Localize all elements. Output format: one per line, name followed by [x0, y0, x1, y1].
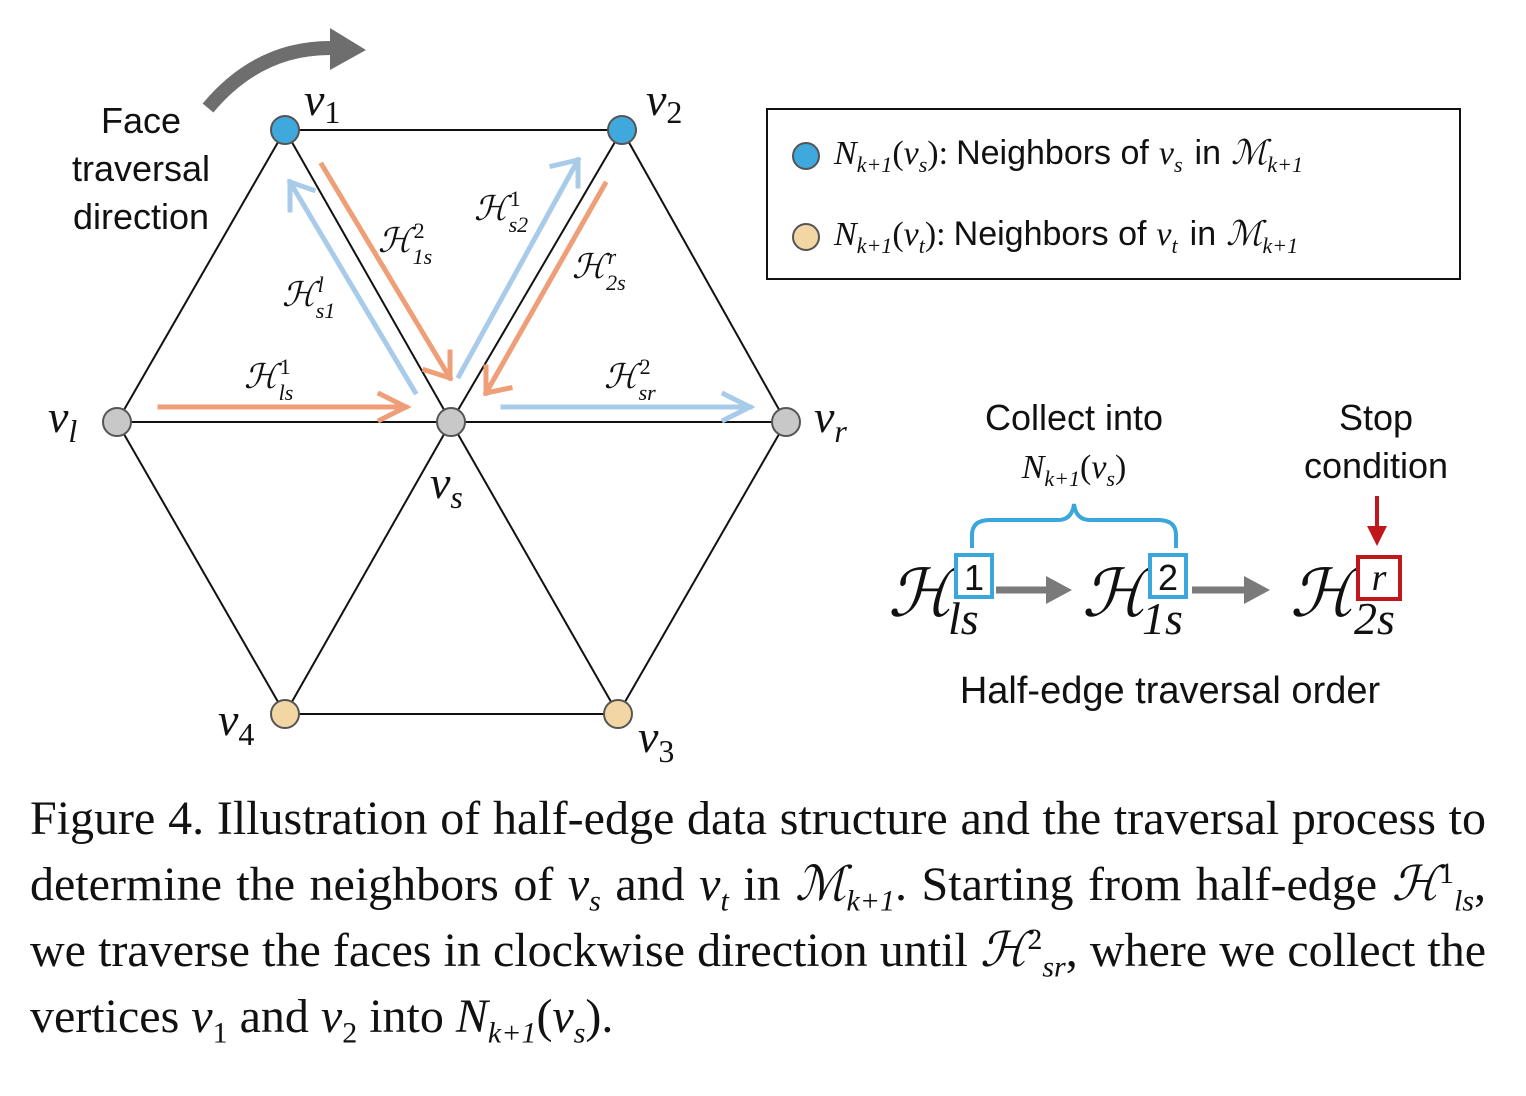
- edge-v1-vs: [284, 129, 452, 423]
- label-v4: v4: [218, 694, 254, 752]
- figure-caption: Figure 4. Illustration of half-edge data…: [30, 792, 1487, 1050]
- svg-text:Face: Face: [101, 100, 181, 141]
- collect-brace: [970, 503, 1178, 548]
- vertex-vs: [436, 407, 466, 437]
- order-item-H-1s: ℋ: [1082, 558, 1157, 631]
- label-v1: v1: [304, 74, 340, 130]
- edge-v2-vr: [621, 129, 787, 423]
- order-sub-1: ls: [948, 593, 979, 644]
- half-edge-arrow-ls: [157, 390, 412, 424]
- order-sub-2: 1s: [1142, 593, 1183, 644]
- svg-text:direction: direction: [73, 196, 209, 237]
- mesh-edges: [116, 129, 787, 715]
- label-vl: vl: [48, 391, 77, 449]
- order-item-H-ls: ℋ: [888, 558, 963, 631]
- direction-label: Face traversal direction: [72, 100, 210, 237]
- collect-label: Collect into: [985, 397, 1163, 438]
- vertex-v3: [603, 699, 633, 729]
- legend-swatch-blue: [792, 142, 820, 170]
- half-edge-arrow-s1: [286, 178, 419, 396]
- order-sup-1: 1: [964, 557, 984, 598]
- traversal-direction-arrow: [202, 41, 331, 113]
- label-v2: v2: [646, 74, 682, 130]
- order-sup-2: 2: [1158, 557, 1178, 598]
- order-box-1: [954, 553, 994, 599]
- half-edge-arrow-1s: [318, 161, 454, 382]
- edge-v2-vs: [450, 129, 623, 423]
- svg-text:traversal: traversal: [72, 148, 210, 189]
- legend-box: [766, 108, 1461, 280]
- edge-v3-vs: [450, 421, 619, 715]
- edge-v1-vl: [116, 129, 286, 423]
- legend-swatch-tan: [792, 223, 820, 251]
- edge-v4-vs: [284, 421, 452, 715]
- traversal-order-panel: Collect into Nk+1(vs) Stop condition ℋ 1…: [888, 397, 1448, 712]
- half-edge-arrow-sr: [500, 390, 756, 424]
- vertex-v2: [607, 115, 637, 145]
- label-v3: v3: [638, 711, 674, 769]
- stop-label-line1: Stop: [1339, 397, 1413, 438]
- vertex-vr: [771, 407, 801, 437]
- order-panel-title: Half-edge traversal order: [960, 670, 1381, 712]
- label-vs: vs: [430, 457, 463, 515]
- half-edge-arrow-2s: [482, 180, 609, 397]
- vertex-v1: [270, 115, 300, 145]
- order-arrow-2-head: [1244, 576, 1270, 604]
- collect-set: Nk+1(vs): [1021, 449, 1127, 491]
- order-sup-stop: r: [1372, 557, 1387, 599]
- edge-vl-v4: [116, 421, 286, 715]
- order-box-stop: [1356, 555, 1402, 601]
- vertex-vl: [102, 407, 132, 437]
- stop-arrow-head: [1367, 526, 1387, 546]
- order-arrow-1-head: [1046, 576, 1072, 604]
- edge-vr-v3: [617, 421, 787, 715]
- traversal-direction-arrow-head: [330, 28, 366, 70]
- label-vr: vr: [814, 391, 847, 449]
- half-edge-arrow-s2: [455, 156, 582, 380]
- order-item-H-2s: ℋ: [1290, 558, 1365, 631]
- order-box-2: [1148, 553, 1188, 599]
- stop-label-line2: condition: [1304, 445, 1448, 486]
- vertex-v4: [270, 699, 300, 729]
- figure-number: Figure 4.: [30, 792, 205, 845]
- order-sub-stop: 2s: [1354, 593, 1395, 644]
